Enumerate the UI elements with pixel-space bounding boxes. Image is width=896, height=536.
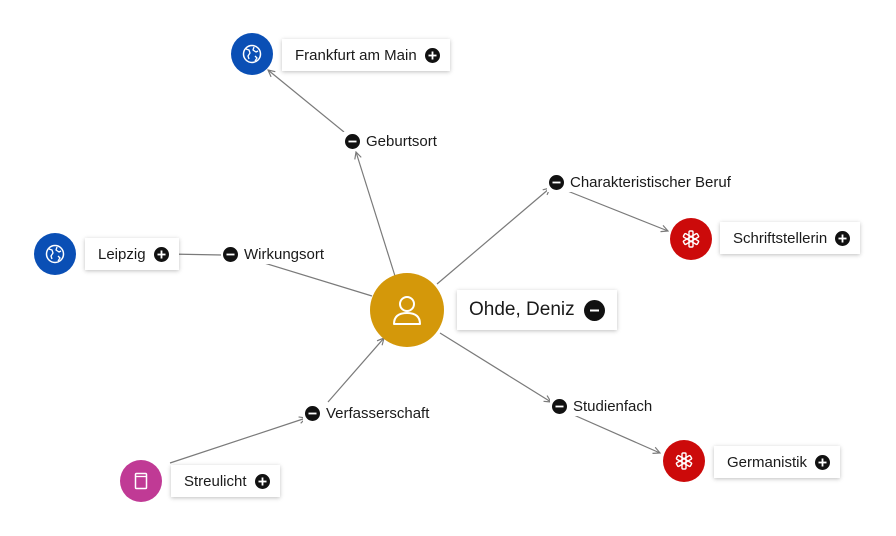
plus-icon — [428, 51, 437, 59]
person-node[interactable] — [370, 273, 444, 347]
relation-beruf[interactable]: Charakteristischer Beruf — [547, 173, 733, 192]
relation-label-wirkungsort: Wirkungsort — [244, 246, 325, 263]
expand-button-frankfurt[interactable] — [424, 47, 440, 63]
relation-label-geburtsort: Geburtsort — [366, 133, 437, 150]
place-name-leipzig: Leipzig — [98, 245, 146, 263]
place-label-leipzig[interactable]: Leipzig — [85, 238, 179, 270]
person-name: Ohde, Deniz — [469, 299, 575, 320]
globe-icon — [44, 243, 66, 265]
asterisk-icon — [673, 450, 695, 472]
relation-label-studienfach: Studienfach — [573, 398, 653, 415]
profession-label-schriftstellerin[interactable]: Schriftstellerin — [720, 222, 861, 254]
plus-icon — [838, 234, 847, 242]
subject-name-germanistik: Germanistik — [727, 453, 808, 471]
expand-button-streulicht[interactable] — [254, 473, 270, 489]
expand-button-schriftstellerin[interactable] — [835, 230, 851, 246]
collapse-button-verfasserschaft[interactable] — [305, 406, 320, 421]
edge-studienfach-germanistik — [566, 411, 660, 453]
place-node-frankfurt[interactable] — [231, 33, 273, 75]
place-label-frankfurt[interactable]: Frankfurt am Main — [282, 39, 450, 71]
relation-geburtsort[interactable]: Geburtsort — [343, 132, 439, 151]
minus-icon — [226, 253, 235, 256]
relation-wirkungsort[interactable]: Wirkungsort — [221, 245, 327, 264]
place-node-leipzig[interactable] — [34, 233, 76, 275]
collapse-button-geburtsort[interactable] — [345, 134, 360, 149]
relation-verfasserschaft[interactable]: Verfasserschaft — [303, 404, 432, 423]
work-name-streulicht: Streulicht — [184, 472, 247, 490]
work-node-streulicht[interactable] — [120, 460, 162, 502]
collapse-button[interactable] — [583, 299, 605, 321]
profession-node-schriftstellerin[interactable] — [670, 218, 712, 260]
relation-studienfach[interactable]: Studienfach — [550, 397, 655, 416]
plus-icon — [818, 458, 827, 466]
minus-icon — [308, 412, 317, 415]
edge-center-wirkungsort — [248, 258, 373, 297]
profession-name-schriftstellerin: Schriftstellerin — [733, 229, 828, 247]
subject-label-germanistik[interactable]: Germanistik — [714, 446, 841, 478]
collapse-button-studienfach[interactable] — [552, 399, 567, 414]
plus-icon — [157, 250, 166, 258]
collapse-button-beruf[interactable] — [549, 175, 564, 190]
asterisk-icon — [680, 228, 702, 250]
minus-icon — [555, 405, 564, 408]
relation-label-verfasserschaft: Verfasserschaft — [326, 405, 430, 422]
book-icon — [131, 471, 151, 491]
edge-geburtsort-frankfurt — [268, 70, 345, 133]
work-label-streulicht[interactable]: Streulicht — [171, 465, 280, 497]
person-icon — [390, 293, 424, 327]
expand-button-leipzig[interactable] — [153, 246, 169, 262]
subject-node-germanistik[interactable] — [663, 440, 705, 482]
collapse-button-wirkungsort[interactable] — [223, 247, 238, 262]
minus-icon — [552, 181, 561, 184]
edge-center-studienfach — [439, 332, 551, 402]
edge-center-geburtsort — [356, 152, 396, 277]
globe-icon — [241, 43, 263, 65]
minus-icon — [348, 140, 357, 143]
minus-icon — [589, 309, 599, 311]
relation-label-beruf: Charakteristischer Beruf — [570, 174, 731, 191]
edge-verfasserschaft-center — [327, 338, 384, 403]
edge-streulicht-verfasserschaft — [169, 418, 306, 464]
place-name-frankfurt: Frankfurt am Main — [295, 46, 417, 64]
edge-beruf-schriftstellerin — [564, 189, 668, 231]
expand-button-germanistik[interactable] — [815, 454, 831, 470]
person-label-box[interactable]: Ohde, Deniz — [457, 290, 617, 330]
edge-center-beruf — [436, 188, 550, 285]
plus-icon — [258, 477, 267, 485]
